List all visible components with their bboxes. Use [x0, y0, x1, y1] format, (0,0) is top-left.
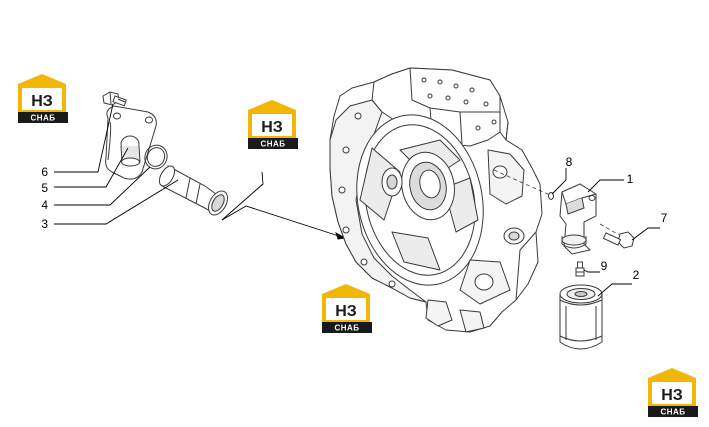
logo-1-top: НЗ: [31, 93, 53, 110]
right-leader-lines: [551, 168, 660, 297]
left-leader-lines: [54, 103, 179, 225]
callout-6: 6: [41, 165, 48, 179]
o-ring-part-4: [144, 144, 168, 170]
callout-9: 9: [601, 259, 608, 273]
dashed-assembly-lines: [493, 169, 629, 241]
callout-2: 2: [633, 268, 640, 282]
callout-8: 8: [566, 155, 573, 169]
logo-2-bottom: СНАБ: [260, 140, 285, 149]
transmission-housing: [329, 67, 543, 333]
logo-3-bottom: СНАБ: [334, 324, 359, 333]
fitting-part-9: [575, 261, 585, 277]
sleeve-part-3: [158, 165, 228, 216]
logo-4-bottom: СНАБ: [660, 408, 685, 417]
assembly-arrow: [221, 171, 347, 240]
cover-plate-part-5: [105, 105, 157, 180]
callout-1: 1: [627, 172, 634, 186]
logo-1-bottom: СНАБ: [30, 114, 55, 123]
logo-4-top: НЗ: [661, 387, 683, 404]
callout-5: 5: [41, 181, 48, 195]
callout-4: 4: [41, 198, 48, 212]
callout-7: 7: [661, 211, 668, 225]
callout-3: 3: [41, 217, 48, 231]
bolt-part-6: [102, 91, 127, 107]
logo-3-top: НЗ: [335, 303, 357, 320]
logo-2: НЗ СНАБ: [248, 100, 298, 149]
logo-2-top: НЗ: [261, 119, 283, 136]
logo-1: НЗ СНАБ: [18, 74, 68, 123]
logo-4: НЗ СНАБ: [648, 368, 698, 417]
filter-cartridge-part-2: [559, 284, 603, 350]
bolt-part-7: [602, 231, 635, 249]
logo-3: НЗ СНАБ: [322, 284, 372, 333]
filter-head-part-1: [559, 183, 597, 255]
